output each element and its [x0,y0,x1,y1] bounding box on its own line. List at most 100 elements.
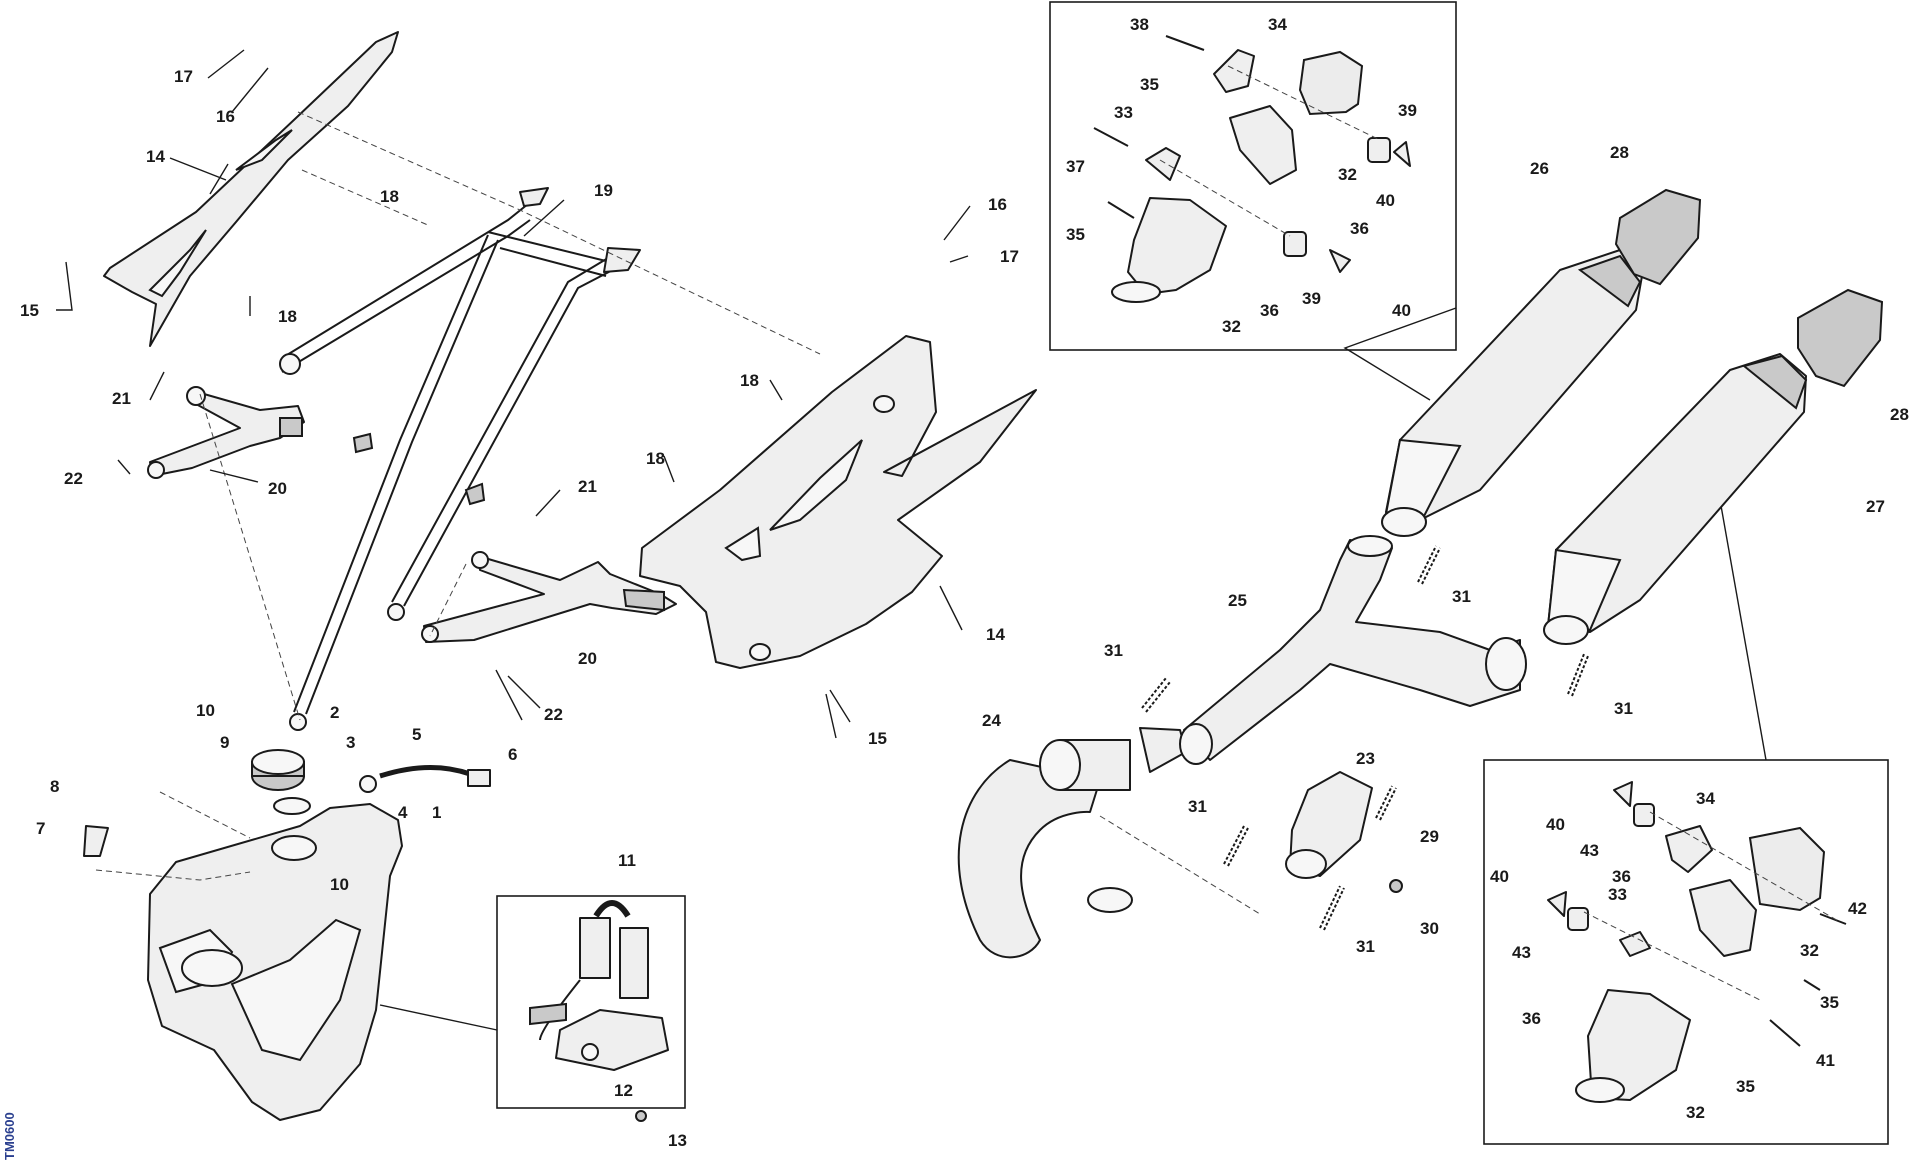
tank-bracket [83,825,109,857]
callout-labels: 17 16 14 18 19 15 18 21 22 20 16 17 18 1… [20,15,1909,1150]
drawing-code: TM0600 [2,1112,17,1160]
footrest-bracket-left [147,386,305,479]
detail-box-top-muffler-mount [1049,1,1457,351]
detail-box-bottom-muffler-mount [1483,759,1889,1145]
callout-31: 31 [1452,587,1471,606]
callout-8: 8 [50,777,59,796]
callout-32: 32 [1222,317,1241,336]
callout-26: 26 [1530,159,1549,178]
callout-18: 18 [380,187,399,206]
fuel-cap [251,749,305,791]
callout-43: 43 [1512,943,1531,962]
flange-nut [1389,879,1403,893]
callout-27: 27 [1866,497,1885,516]
callout-40: 40 [1376,191,1395,210]
callout-37: 37 [1066,157,1085,176]
callout-6: 6 [508,745,517,764]
callout-41: 41 [1816,1051,1835,1070]
callout-13: 13 [668,1131,687,1150]
hose-clamp [359,775,377,793]
callout-17: 17 [174,67,193,86]
muffler-bottom [1543,353,1808,645]
springs [1141,545,1589,931]
callout-35: 35 [1140,75,1159,94]
side-panel-left [103,31,399,347]
callout-36: 36 [1522,1009,1541,1028]
end-cap-top [1614,188,1702,286]
callout-32: 32 [1686,1103,1705,1122]
muffler-top [1381,249,1643,537]
breather-hose [379,765,471,779]
mount-parts-top [1093,35,1411,303]
callout-10: 10 [330,875,349,894]
callout-31: 31 [1356,937,1375,956]
callout-29: 29 [1420,827,1439,846]
callout-40: 40 [1392,301,1411,320]
callout-19: 19 [594,181,613,200]
callout-10: 10 [196,701,215,720]
callout-2: 2 [330,703,339,722]
callout-36: 36 [1350,219,1369,238]
callout-40: 40 [1546,815,1565,834]
callout-21: 21 [578,477,597,496]
callout-22: 22 [64,469,83,488]
callout-15: 15 [868,729,887,748]
callout-1: 1 [432,803,441,822]
callout-16: 16 [216,107,235,126]
exhaust-header [957,727,1187,959]
callout-17: 17 [1000,247,1019,266]
callout-25: 25 [1228,591,1247,610]
mount-parts-bottom [1547,781,1847,1103]
leader-lines [56,49,971,739]
callout-35: 35 [1066,225,1085,244]
end-cap-bottom [1797,288,1884,388]
callout-34: 34 [1268,15,1287,34]
callout-34: 34 [1696,789,1715,808]
callout-9: 9 [220,733,229,752]
callout-23: 23 [1356,749,1375,768]
breather-valve [467,769,491,787]
callout-20: 20 [268,479,287,498]
callout-33: 33 [1114,103,1133,122]
callout-31: 31 [1188,797,1207,816]
callout-15: 15 [20,301,39,320]
subframe [279,187,641,731]
callout-7: 7 [36,819,45,838]
callout-33: 33 [1608,885,1627,904]
callout-36: 36 [1612,867,1631,886]
callout-16: 16 [988,195,1007,214]
callout-30: 30 [1420,919,1439,938]
callout-21: 21 [112,389,131,408]
callout-22: 22 [544,705,563,724]
side-panel-right [639,335,1037,669]
callout-32: 32 [1338,165,1357,184]
callout-43: 43 [1580,841,1599,860]
callout-18: 18 [646,449,665,468]
callout-18: 18 [740,371,759,390]
pump-screw [635,1110,647,1122]
cap-gasket [273,797,311,815]
callout-3: 3 [346,733,355,752]
callout-35: 35 [1820,993,1839,1012]
callout-20: 20 [578,649,597,668]
callout-14: 14 [986,625,1005,644]
callout-12: 12 [614,1081,633,1100]
fuel-tank [147,803,403,1121]
footrest-bracket-right [421,551,677,643]
callout-40: 40 [1490,867,1509,886]
callout-35: 35 [1736,1077,1755,1096]
callout-32: 32 [1800,941,1819,960]
callout-39: 39 [1398,101,1417,120]
callout-42: 42 [1848,899,1867,918]
callout-31: 31 [1614,699,1633,718]
callout-31: 31 [1104,641,1123,660]
callout-28: 28 [1610,143,1629,162]
callout-38: 38 [1130,15,1149,34]
callout-18: 18 [278,307,297,326]
callout-5: 5 [412,725,421,744]
callout-14: 14 [146,147,165,166]
callout-39: 39 [1302,289,1321,308]
assembly-guide-lines [95,65,1841,1001]
exhaust-flange [1285,771,1373,879]
